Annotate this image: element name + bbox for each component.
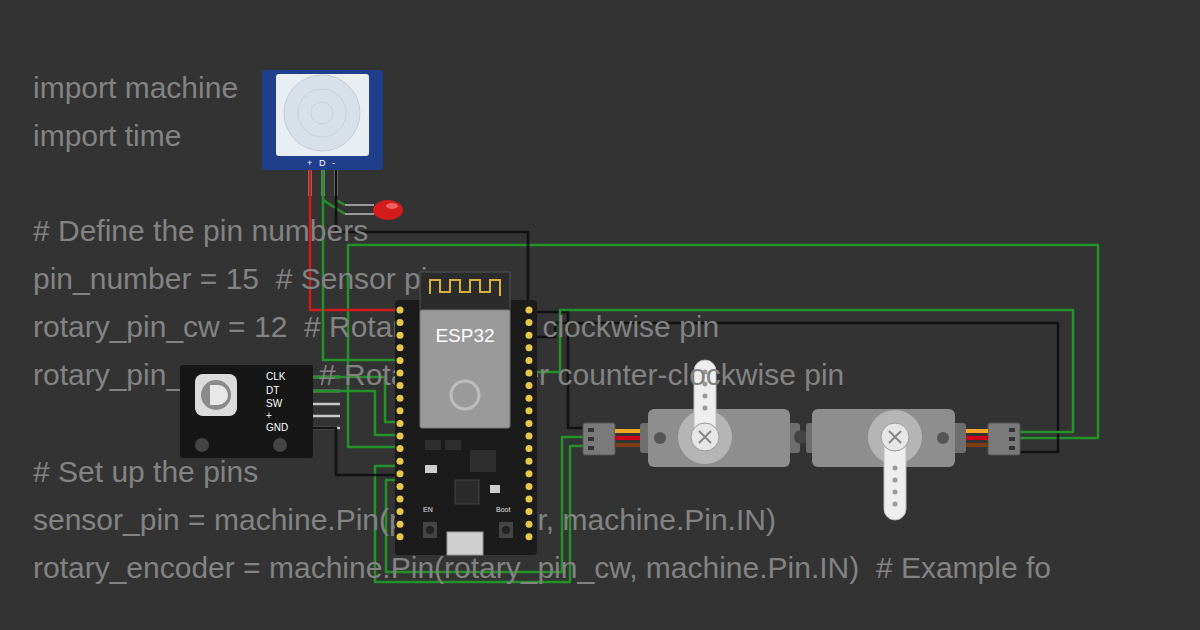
pin-label: GND [266,422,288,433]
rotary-encoder-body [180,365,313,458]
pin-label: CLK [266,371,285,382]
pin-label: + [307,158,312,168]
wire [313,428,395,475]
board-name: ESP32 [420,326,510,346]
code-line: rotary_pin_cw = 12 # Rotary encoder cloc… [33,312,719,342]
pir-sensor-body [262,70,383,170]
pin-label: + [266,410,272,421]
code-line: import time [33,121,181,151]
led-wire [336,200,345,205]
esp32-board: ESP32 [395,300,537,555]
code-line: import machine [33,73,238,103]
pin-label: DT [266,385,279,396]
pir-sensor: + D- [262,70,383,170]
servo-motor [806,409,1020,520]
button-label: Boot [496,506,510,514]
pin-label: SW [266,398,282,409]
rotary-encoder: CLK DT SW+GND [180,365,313,458]
code-line: # Set up the pins [33,457,258,487]
led-wire [323,200,345,214]
servo-joint [794,430,808,444]
pin-label: - [332,158,335,168]
button-label: EN [423,506,433,514]
code-line: # Define the pin numbers [33,216,368,246]
pin-label: D [319,158,326,168]
code-line: pin_number = 15 # Sensor pin [33,264,444,294]
code-line: rotary_encoder = machine.Pin(rotary_pin_… [33,553,1051,583]
